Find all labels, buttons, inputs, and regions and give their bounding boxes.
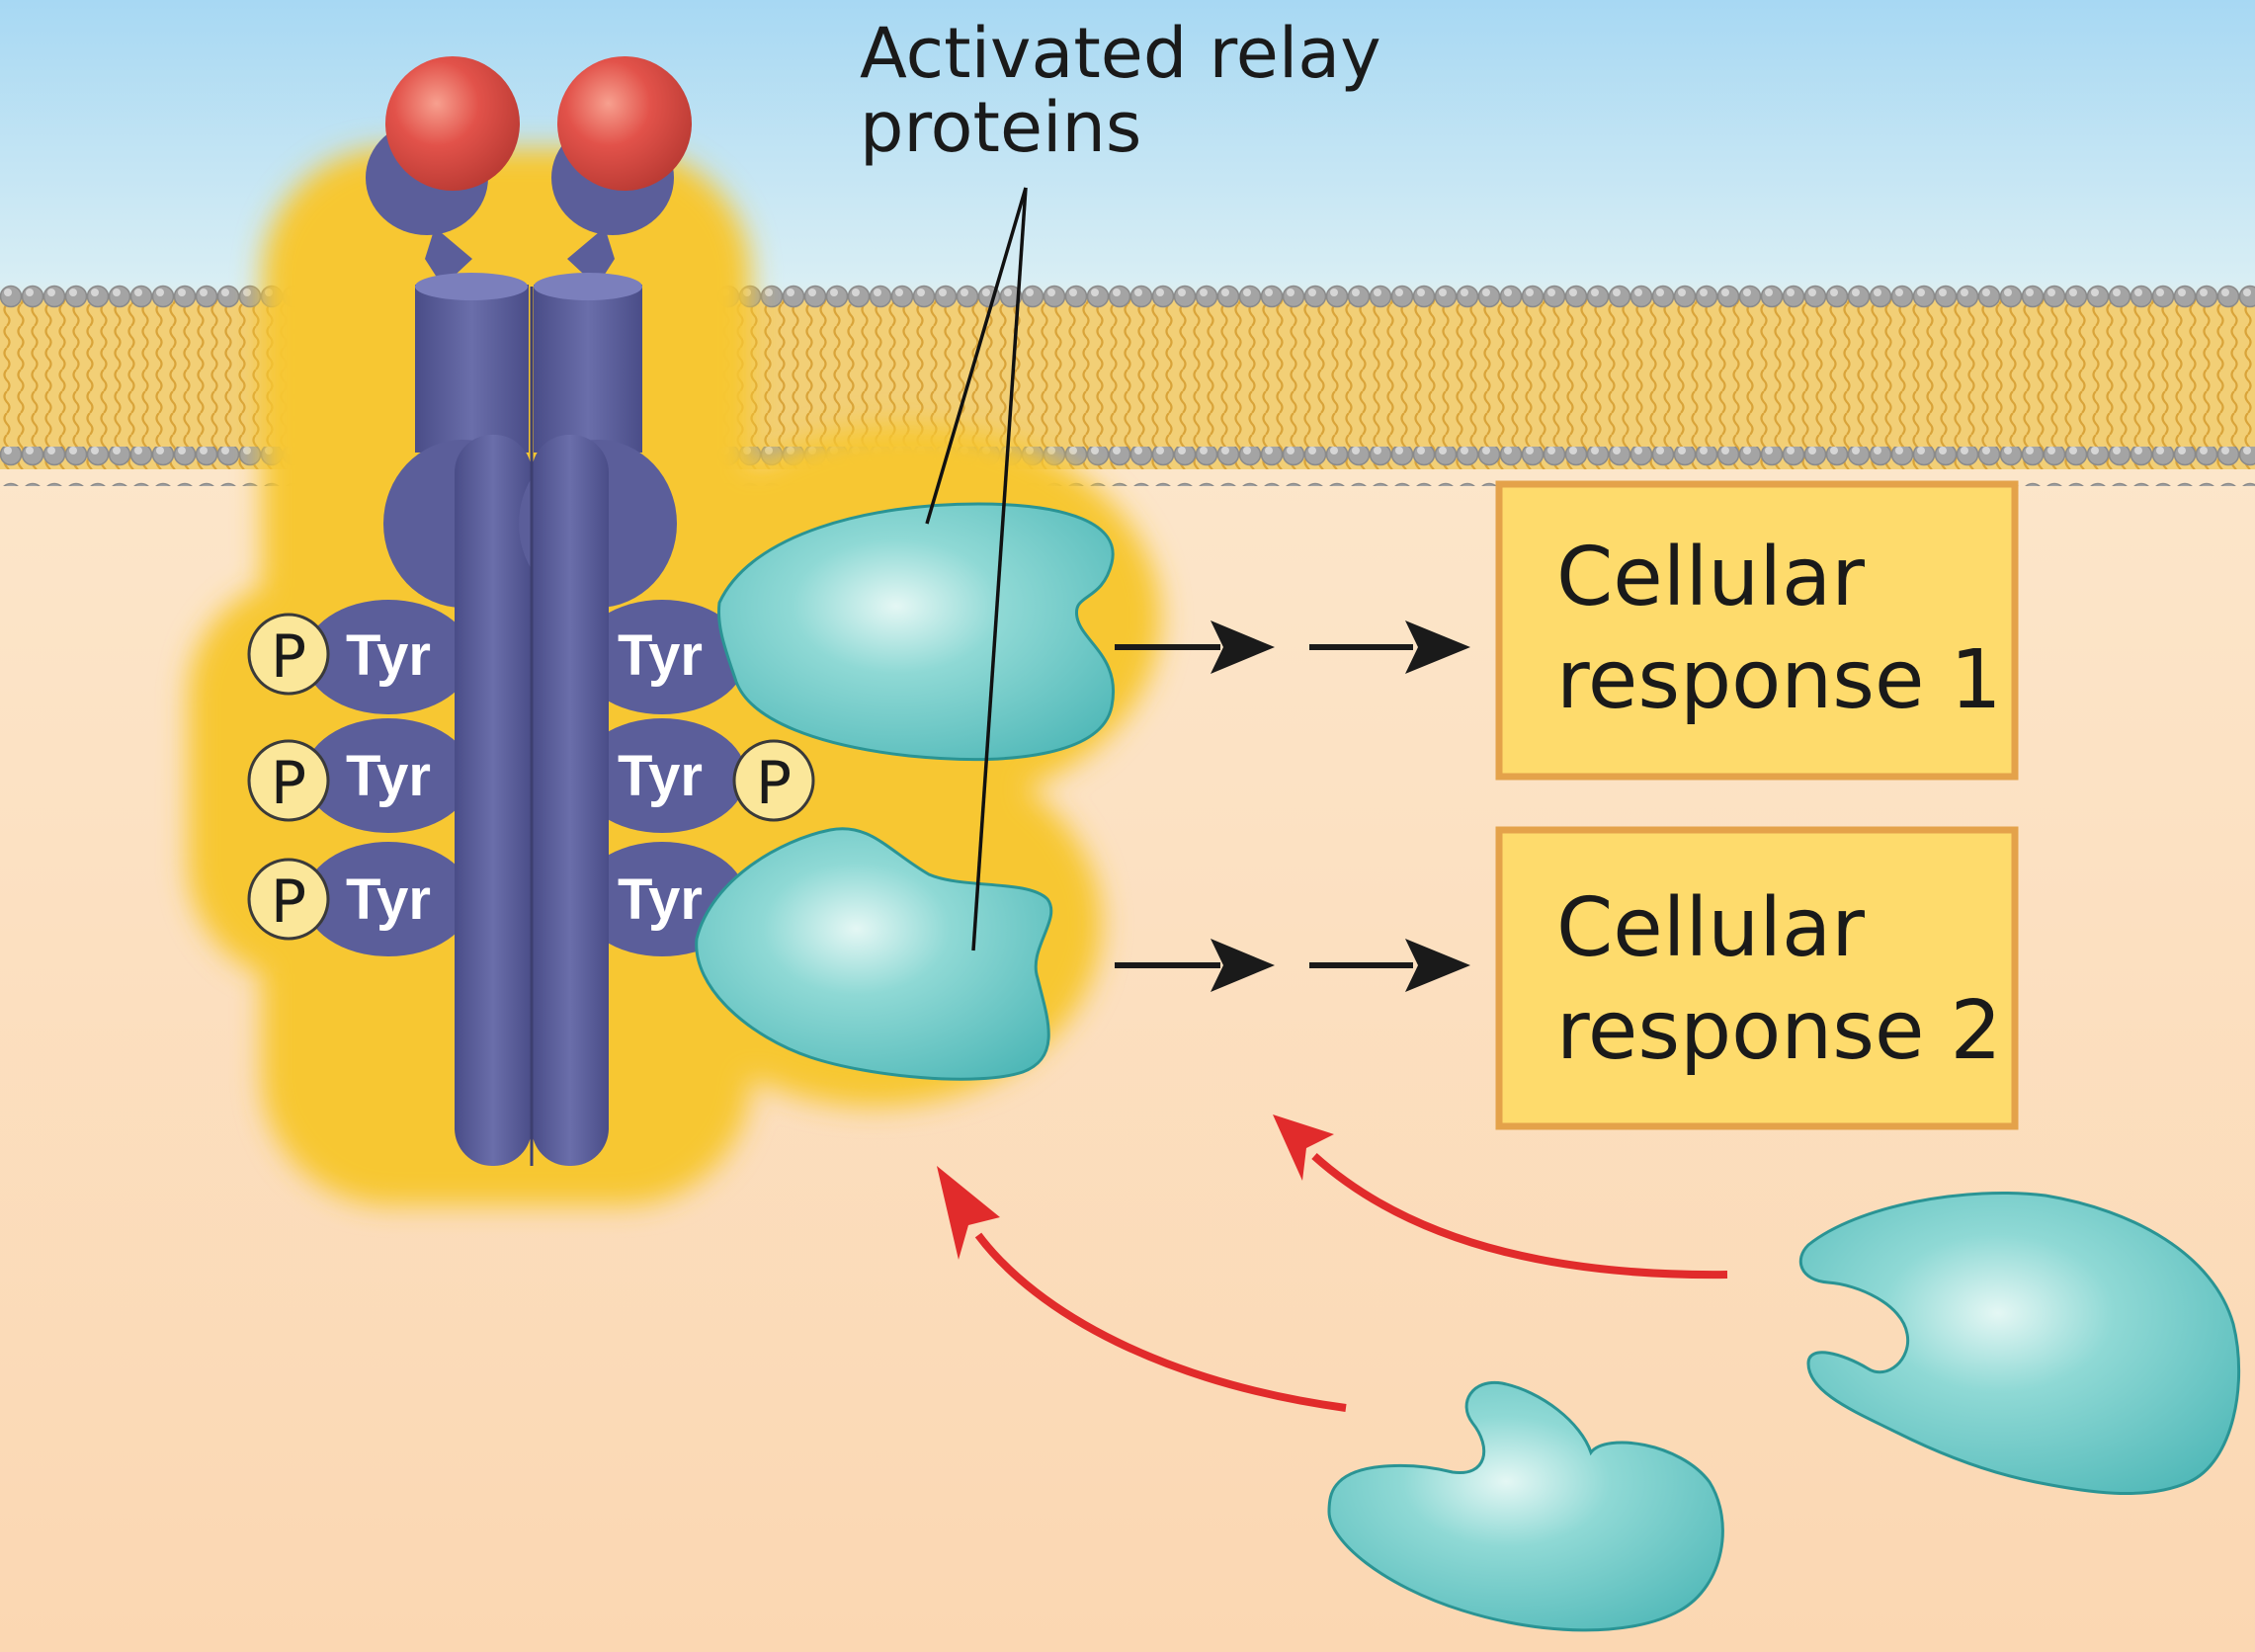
tyr-label-left-1: Tyr (346, 623, 431, 688)
pathway-arrow-2b (1309, 939, 1470, 992)
phosphate-left-2: P (247, 739, 330, 822)
pathway-arrow-2a (1115, 939, 1275, 992)
pathway-arrow-1b (1309, 620, 1470, 674)
phosphate-label: P (756, 749, 792, 818)
phosphate-left-3: P (247, 858, 330, 941)
inactive-relay-proteins (1327, 1191, 2241, 1632)
callout-leader-line-2 (971, 187, 1028, 951)
recruitment-arrow-2 (937, 1166, 1347, 1412)
tyr-label-left-2: Tyr (346, 744, 431, 808)
signal-molecule-left (385, 56, 520, 191)
tyr-label-right-1: Tyr (618, 623, 703, 688)
callout-leader-line-1 (925, 187, 1028, 525)
phosphate-label: P (271, 749, 306, 818)
callout: Activated relay proteins (860, 13, 1381, 951)
inactive-relay-protein-2 (1327, 1380, 1724, 1632)
response-2-line1: Cellular (1556, 881, 1865, 975)
pathway-arrows (1115, 620, 1470, 992)
callout-label-line2: proteins (860, 87, 1141, 168)
cellular-responses: Cellular response 1 Cellular response 2 (1495, 480, 2019, 1130)
cellular-response-1: Cellular response 1 (1495, 480, 2019, 781)
cellular-response-2: Cellular response 2 (1495, 826, 2019, 1130)
activated-relay-protein-1 (716, 502, 1116, 761)
recruitment-arrows (937, 1115, 1728, 1412)
response-box-2 (1495, 826, 2019, 1130)
activated-relay-protein-2 (695, 827, 1053, 1081)
callout-label-line1: Activated relay (860, 13, 1381, 94)
signal-molecule-right (557, 56, 692, 191)
phosphate-label: P (271, 622, 306, 692)
phosphate-left-1: P (247, 613, 330, 696)
response-2-line2: response 2 (1556, 984, 2002, 1078)
response-1-line1: Cellular (1556, 531, 1865, 624)
inactive-relay-protein-1 (1798, 1191, 2241, 1495)
activated-relay-proteins (695, 502, 1116, 1081)
response-box-1 (1495, 480, 2019, 781)
response-1-line2: response 1 (1556, 633, 2002, 727)
tyr-label-right-2: Tyr (618, 744, 703, 808)
tyr-label-left-3: Tyr (346, 867, 431, 932)
pathway-arrow-1a (1115, 620, 1275, 674)
recruitment-arrow-1 (1273, 1115, 1728, 1280)
signal-molecules (385, 56, 692, 191)
phosphate-right-2: P (732, 739, 815, 822)
tyrosine-labels: Tyr Tyr Tyr Tyr Tyr Tyr (346, 623, 703, 932)
phosphate-label: P (271, 867, 306, 937)
tyr-label-right-3: Tyr (618, 867, 703, 932)
